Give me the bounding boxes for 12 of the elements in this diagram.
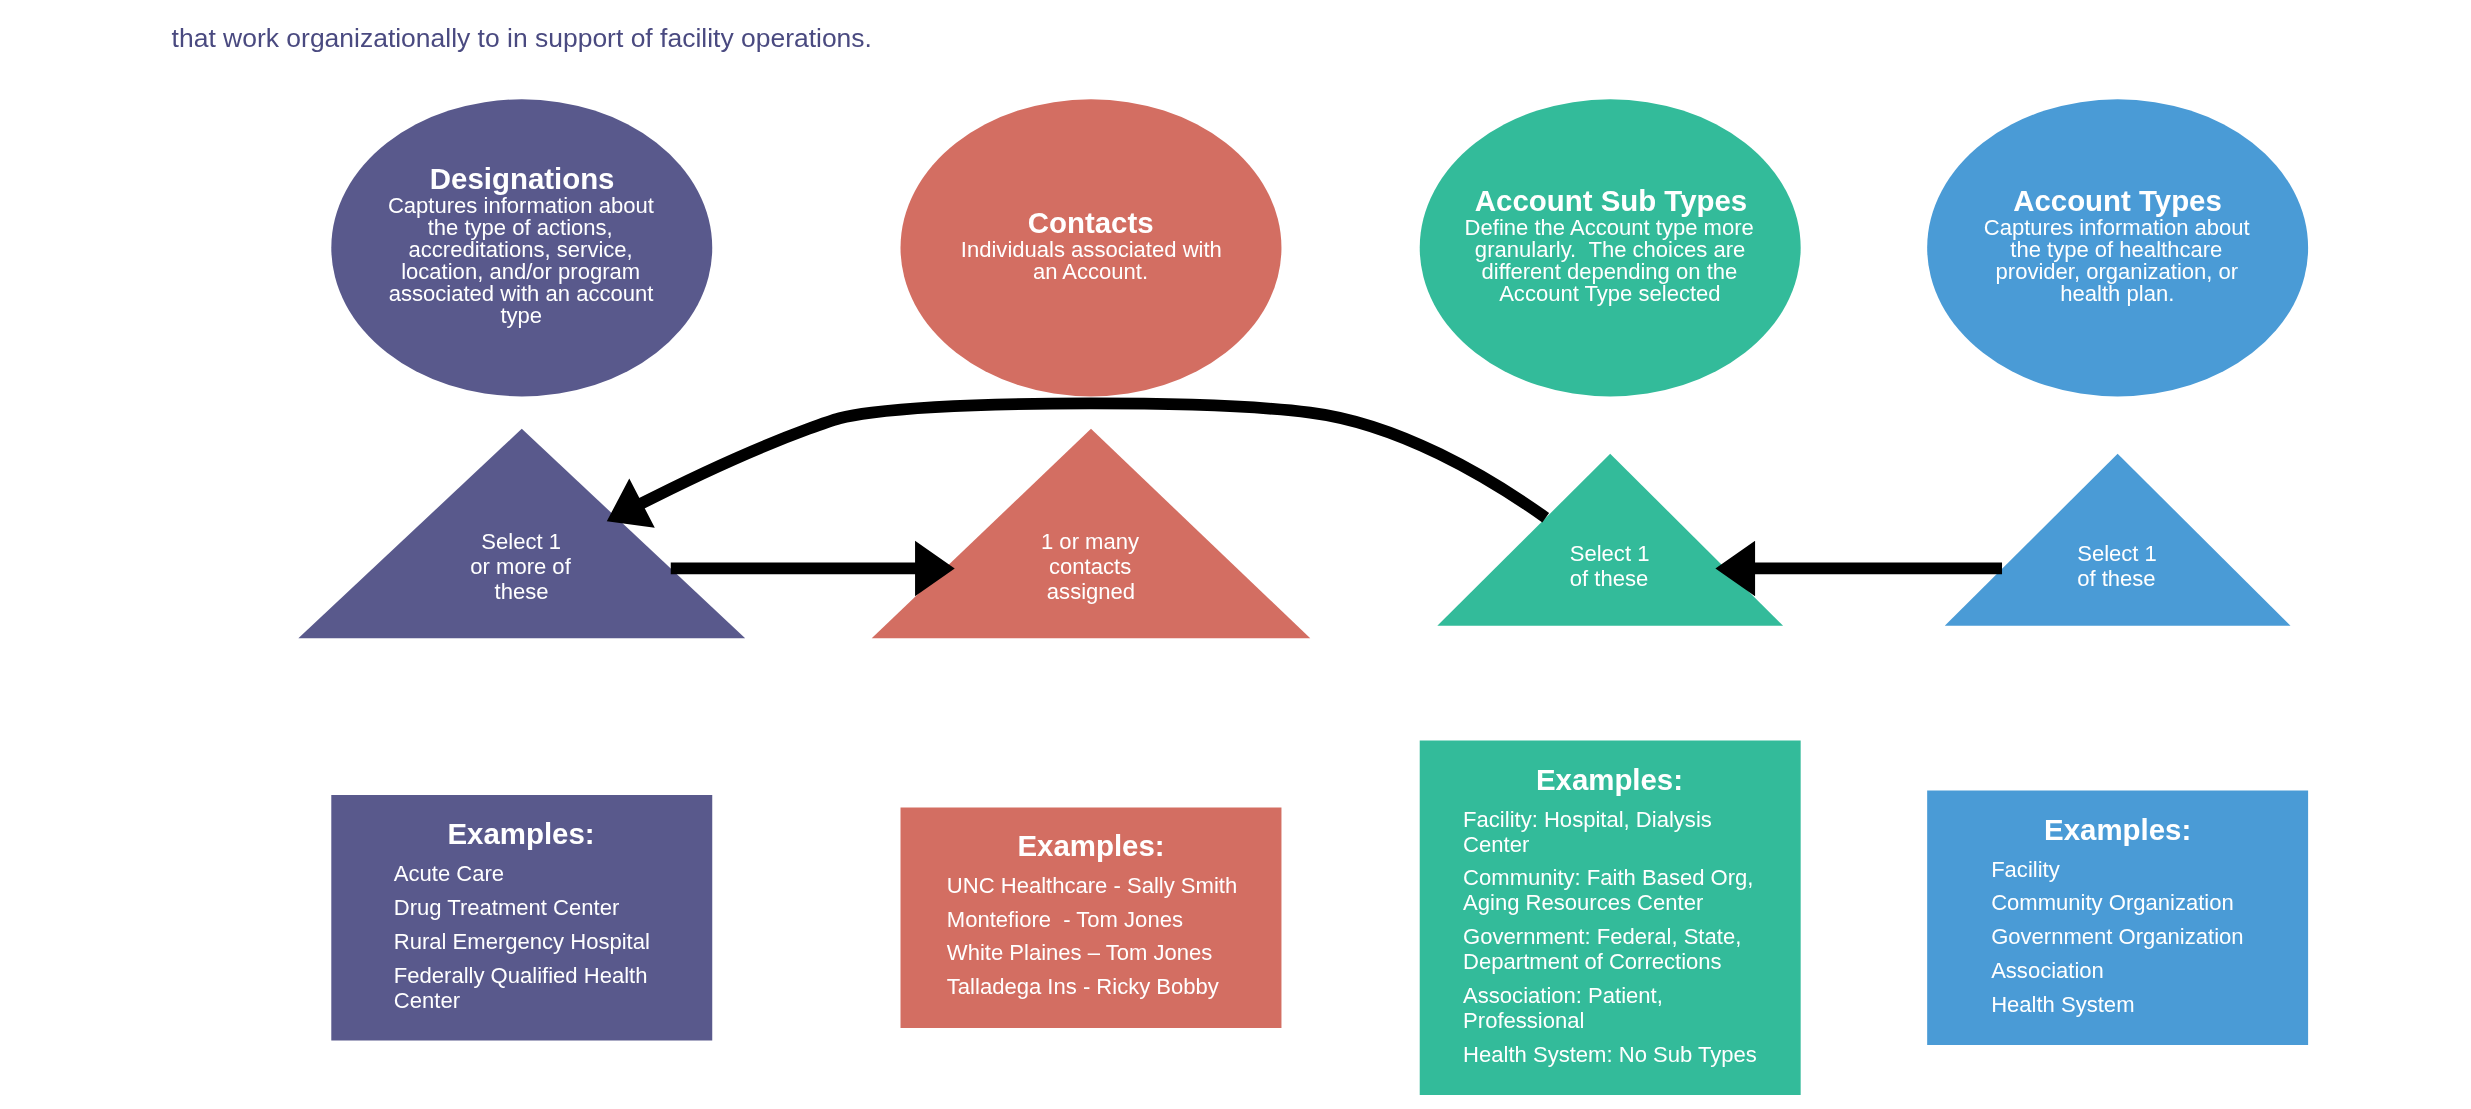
arrow <box>606 397 1550 528</box>
node-ellipse: Account Types Captures information about the type of healthcare provider, organization, or health plan. <box>1927 99 2309 397</box>
label: that work organizationally to in support of facility operations. <box>171 22 872 53</box>
arrow <box>670 540 955 597</box>
node-box: Examples: Facility: Hospital, Dialysis Center Community: Faith Based Org, Aging Resources Center Government: Federal, State, Department of Corrections Association: Patient, Professional Health System: No Sub Types <box>1419 740 1801 1096</box>
node-ellipse: Account Sub Types Define the Account type more granularly. The choices are different depending on the Account Type selected <box>1419 99 1801 397</box>
node-box: Examples: Facility Community Organization Government Organization Association Health System <box>1927 790 2309 1046</box>
node-box: Examples: Acute Care Drug Treatment Center Rural Emergency Hospital Federally Qualified Health Center <box>331 795 713 1041</box>
node-ellipse: Designations Captures information about the type of actions, accreditations, service, location, and/or program associated with an account type <box>331 99 713 397</box>
node-box: Examples: UNC Healthcare - Sally Smith Montefiore - Tom Jones White Plaines – Tom Jones Talladega Ins - Ricky Bobby <box>900 807 1282 1029</box>
arrow <box>1715 540 2003 597</box>
node-ellipse: Contacts Individuals associated with an Account. <box>900 99 1282 397</box>
